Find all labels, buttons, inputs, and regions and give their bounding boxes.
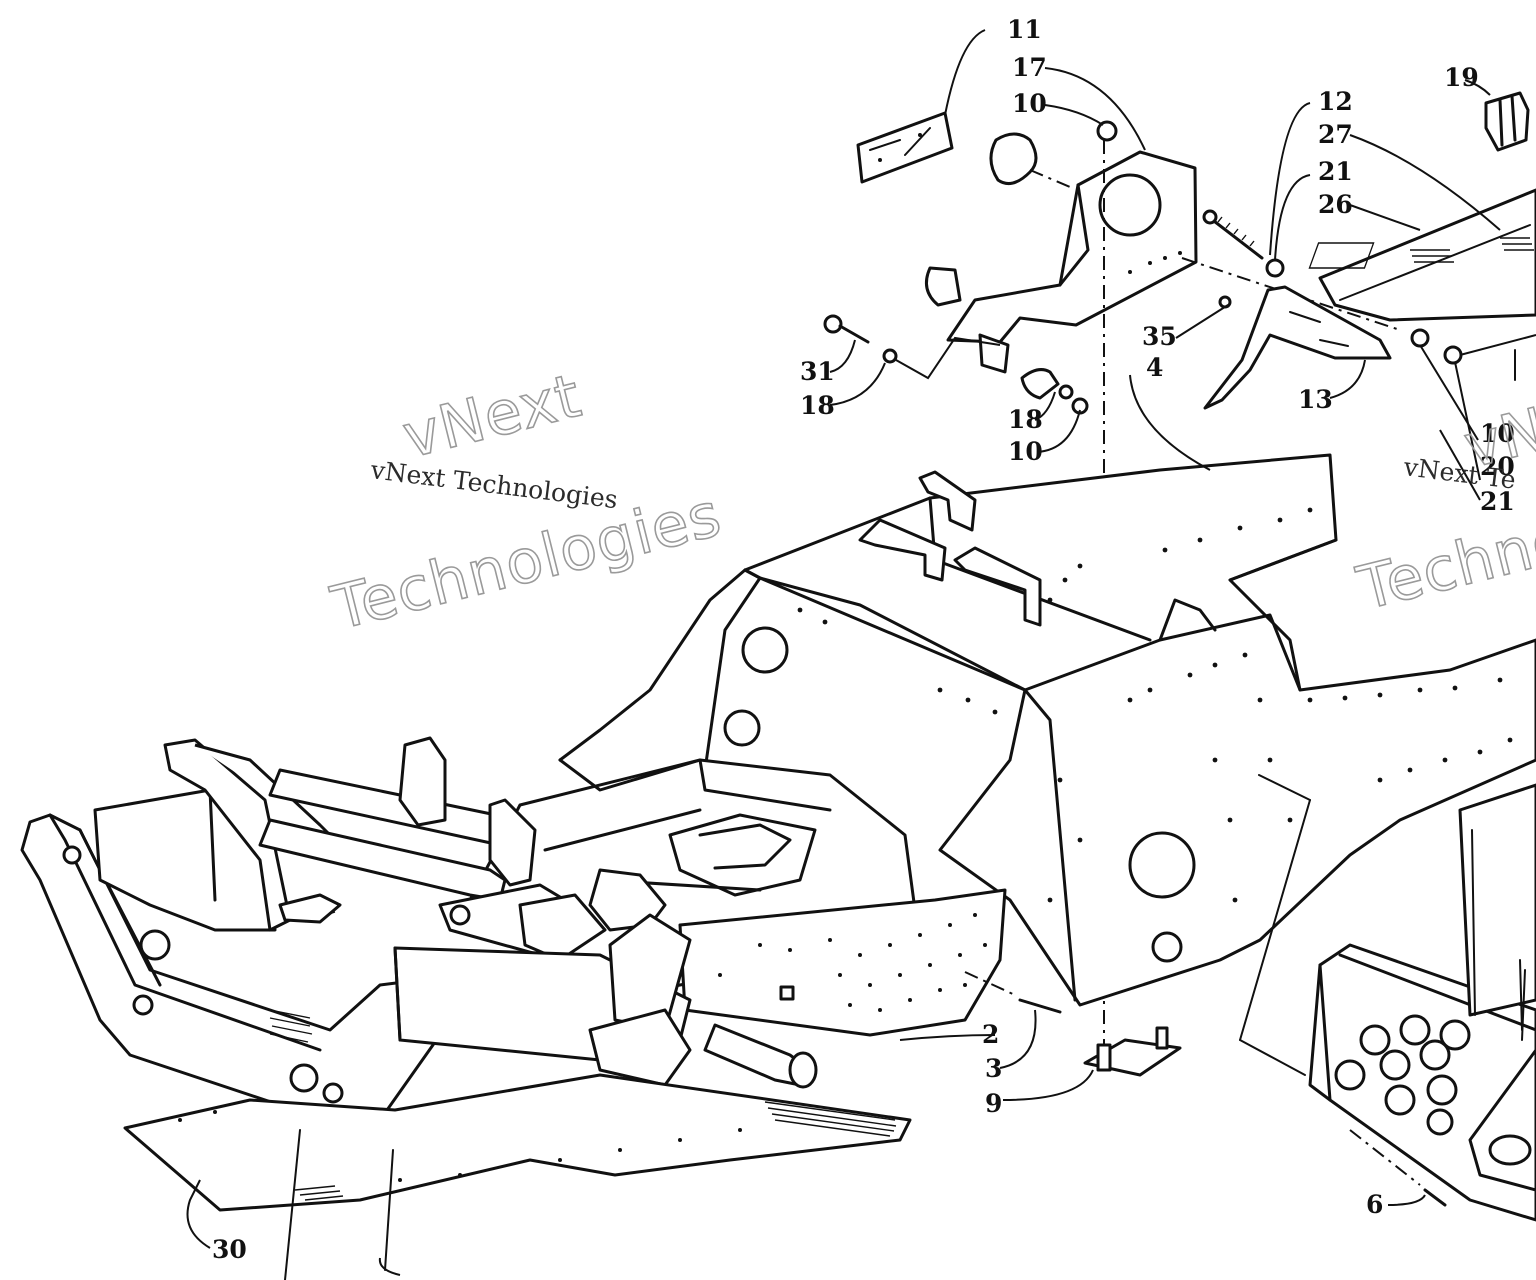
callout-13: 13: [1298, 385, 1333, 414]
callout-26: 26: [1318, 190, 1353, 219]
rivet-part-3: [1018, 998, 1062, 1014]
callout-17: 17: [1012, 53, 1047, 82]
callout-10-lower: 10: [1008, 437, 1043, 466]
callout-3: 3: [985, 1054, 1002, 1083]
callout-10: 10: [1012, 89, 1047, 118]
steering-support-bracket: [924, 150, 1198, 374]
plate-part-11: [856, 111, 954, 184]
callout-31: 31: [800, 357, 835, 386]
callout-labels: 11 17 10 19 12 27 21 26 35 4 13 31 18 18…: [212, 15, 1515, 1264]
callout-11: 11: [1007, 15, 1042, 44]
rivet-dots: [797, 507, 1513, 903]
rivet-part-6: [1423, 1188, 1447, 1207]
chassis-tunnel: [558, 374, 1536, 1007]
callout-20: 20: [1480, 452, 1515, 481]
callout-10-right: 10: [1480, 419, 1515, 448]
belly-pan-part-30: [123, 1073, 912, 1280]
callout-18-lower: 18: [1008, 405, 1043, 434]
callout-4: 4: [1146, 353, 1163, 382]
watermark-vnext-left: vNext vNext Technologies Technologies: [324, 360, 729, 645]
nut-part-10: [1096, 120, 1118, 142]
footrest-plate: [1308, 783, 1536, 1222]
front-suspension-frame: [20, 736, 818, 1132]
callout-35: 35: [1142, 322, 1177, 351]
clip-part-19: [1484, 91, 1530, 152]
leader-lines: [186, 29, 1501, 1276]
callout-19: 19: [1444, 63, 1479, 92]
callout-30: 30: [212, 1235, 247, 1264]
watermark-outline-bottom: Technologies: [325, 480, 729, 644]
grommet-part: [989, 132, 1038, 186]
watermark-outline-top: vNext: [396, 361, 588, 473]
callout-6: 6: [1366, 1190, 1383, 1219]
perforated-side-plate-part-2: [678, 888, 1007, 1037]
mounting-plate-part-26: [1308, 188, 1536, 365]
bolt-part-12: [1181, 209, 1401, 331]
callout-9: 9: [985, 1089, 1002, 1118]
callout-21: 21: [1318, 157, 1353, 186]
callout-21-right: 21: [1480, 487, 1515, 516]
mount-plate-part-9: [1083, 1026, 1182, 1077]
bolt-part-31: [823, 314, 1001, 380]
callout-2: 2: [982, 1020, 999, 1049]
watermark-text: vNext Technologies: [368, 455, 619, 514]
bracket-part-13: [1203, 285, 1392, 410]
watermark-outline-bottom-right: Techno: [1351, 504, 1536, 624]
callout-18: 18: [800, 391, 835, 420]
grommet-lower: [1020, 368, 1060, 400]
callout-27: 27: [1318, 120, 1353, 149]
callout-12: 12: [1318, 87, 1353, 116]
